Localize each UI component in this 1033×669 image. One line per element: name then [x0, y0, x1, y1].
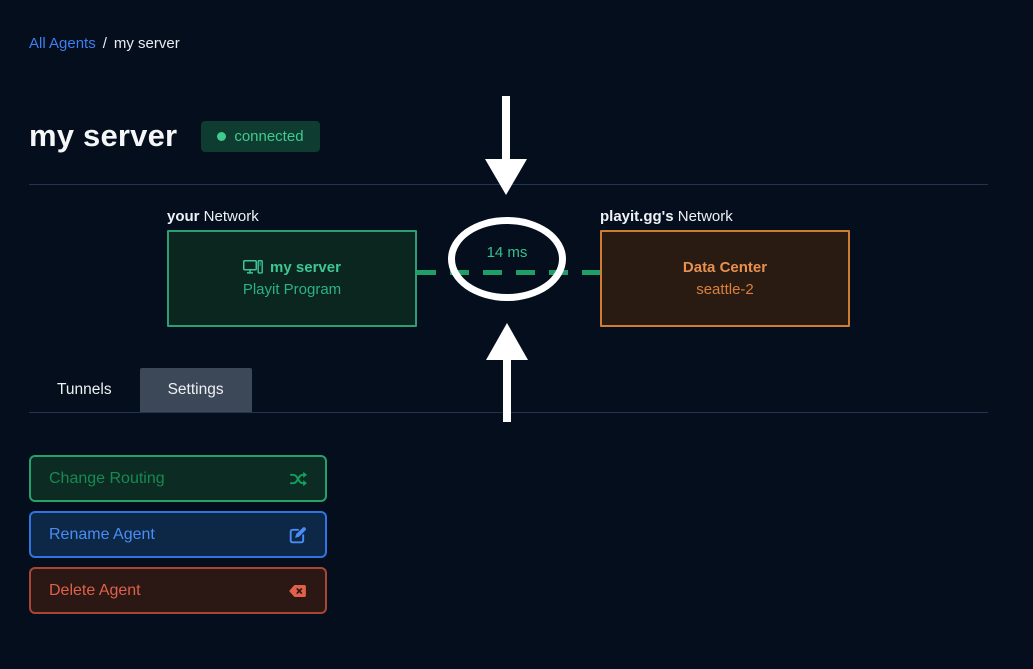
status-badge: connected	[201, 120, 320, 152]
tab-settings[interactable]: Settings	[139, 368, 252, 412]
rename-agent-label: Rename Agent	[49, 525, 155, 543]
your-network-box: my server Playit Program	[167, 230, 417, 327]
your-network-label: your Network	[167, 208, 259, 225]
agent-box-subtitle: Playit Program	[242, 281, 342, 298]
change-routing-label: Change Routing	[49, 469, 165, 487]
breadcrumb: All Agents / my server	[29, 35, 180, 52]
status-dot-icon	[217, 131, 227, 141]
settings-actions: Change Routing Rename Agent Delete A	[29, 455, 327, 614]
page-title: my server	[29, 118, 178, 153]
tab-tunnels[interactable]: Tunnels	[57, 381, 112, 398]
rename-agent-button[interactable]: Rename Agent	[29, 511, 327, 558]
backspace-icon	[288, 582, 307, 600]
change-routing-button[interactable]: Change Routing	[29, 455, 327, 502]
latency-highlight-ellipse	[448, 217, 566, 301]
agent-box-title: my server	[243, 259, 341, 276]
computer-icon	[243, 259, 263, 276]
delete-agent-label: Delete Agent	[49, 581, 141, 599]
annotation-arrow-up-icon	[486, 323, 528, 422]
annotation-arrow-down-icon	[485, 96, 527, 195]
playit-network-label-bold: playit.gg's	[600, 208, 674, 225]
datacenter-box-subtitle: seattle-2	[696, 281, 754, 298]
your-network-label-bold: your	[167, 208, 200, 225]
shuffle-icon	[289, 470, 307, 488]
latency-label: 14 ms	[486, 244, 528, 261]
breadcrumb-current: my server	[113, 35, 180, 52]
playit-network-label-rest: Network	[673, 208, 733, 225]
datacenter-box-title: Data Center	[682, 259, 768, 276]
edit-icon	[289, 526, 307, 544]
status-label: connected	[234, 127, 304, 145]
tab-bar: Tunnels Settings	[29, 368, 252, 412]
your-network-label-rest: Network	[199, 208, 259, 225]
breadcrumb-separator: /	[102, 35, 107, 52]
page-header: my server connected	[29, 118, 320, 154]
agent-box-title-text: my server	[270, 259, 341, 276]
delete-agent-button[interactable]: Delete Agent	[29, 567, 327, 614]
playit-network-label: playit.gg's Network	[600, 208, 733, 225]
datacenter-box: Data Center seattle-2	[600, 230, 850, 327]
breadcrumb-all-agents-link[interactable]: All Agents	[29, 35, 96, 52]
